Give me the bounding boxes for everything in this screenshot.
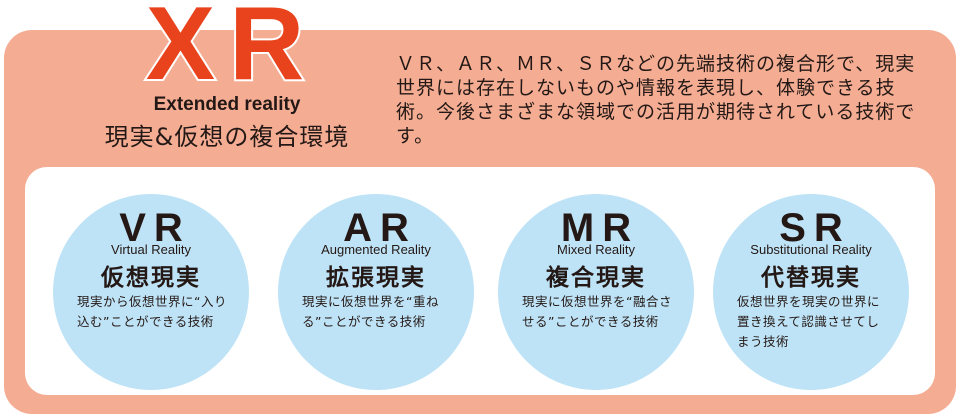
card-description: 現実に仮想世界を“融合させる”ことができる技術 bbox=[522, 294, 672, 329]
card-vr: VR Virtual Reality 仮想現実 現実から仮想世界に“入り込む”こ… bbox=[53, 194, 249, 390]
card-japanese-name: 仮想現実 bbox=[101, 265, 201, 291]
card-description: 現実から仮想世界に“入り込む”ことができる技術 bbox=[77, 294, 227, 329]
intro-text: ＶＲ、ＡＲ、ＭＲ、ＳＲなどの先端技術の複合形で、現実世界には存在しないものや情報… bbox=[396, 53, 916, 147]
card-abbreviation: VR bbox=[119, 206, 191, 250]
card-ar: AR Augmented Reality 拡張現実 現実に仮想世界を“重ねる”こ… bbox=[278, 194, 474, 390]
card-japanese-name: 複合現実 bbox=[546, 265, 646, 291]
card-mr: MR Mixed Reality 複合現実 現実に仮想世界を“融合させる”ことが… bbox=[498, 194, 694, 390]
card-abbreviation: AR bbox=[343, 206, 417, 250]
card-japanese-name: 代替現実 bbox=[761, 265, 861, 291]
card-english-name: Virtual Reality bbox=[111, 242, 191, 257]
card-abbreviation: SR bbox=[779, 206, 851, 250]
card-abbreviation: MR bbox=[560, 206, 640, 250]
xr-subtitle-japanese: 現実&仮想の複合環境 bbox=[104, 123, 350, 151]
card-japanese-name: 拡張現実 bbox=[326, 265, 426, 291]
xr-subtitle-english: Extended reality bbox=[153, 94, 301, 115]
card-sr: SR Substitutional Reality 代替現実 仮想世界を現実の世… bbox=[713, 194, 909, 390]
card-english-name: Mixed Reality bbox=[556, 242, 636, 257]
xr-title: XR bbox=[144, 0, 319, 102]
card-english-name: Augmented Reality bbox=[321, 242, 431, 257]
card-description: 仮想世界を現実の世界に置き換えて認識させてしまう技術 bbox=[737, 294, 881, 349]
card-english-name: Substitutional Reality bbox=[750, 242, 872, 257]
card-description: 現実に仮想世界を“重ねる”ことができる技術 bbox=[302, 294, 439, 329]
